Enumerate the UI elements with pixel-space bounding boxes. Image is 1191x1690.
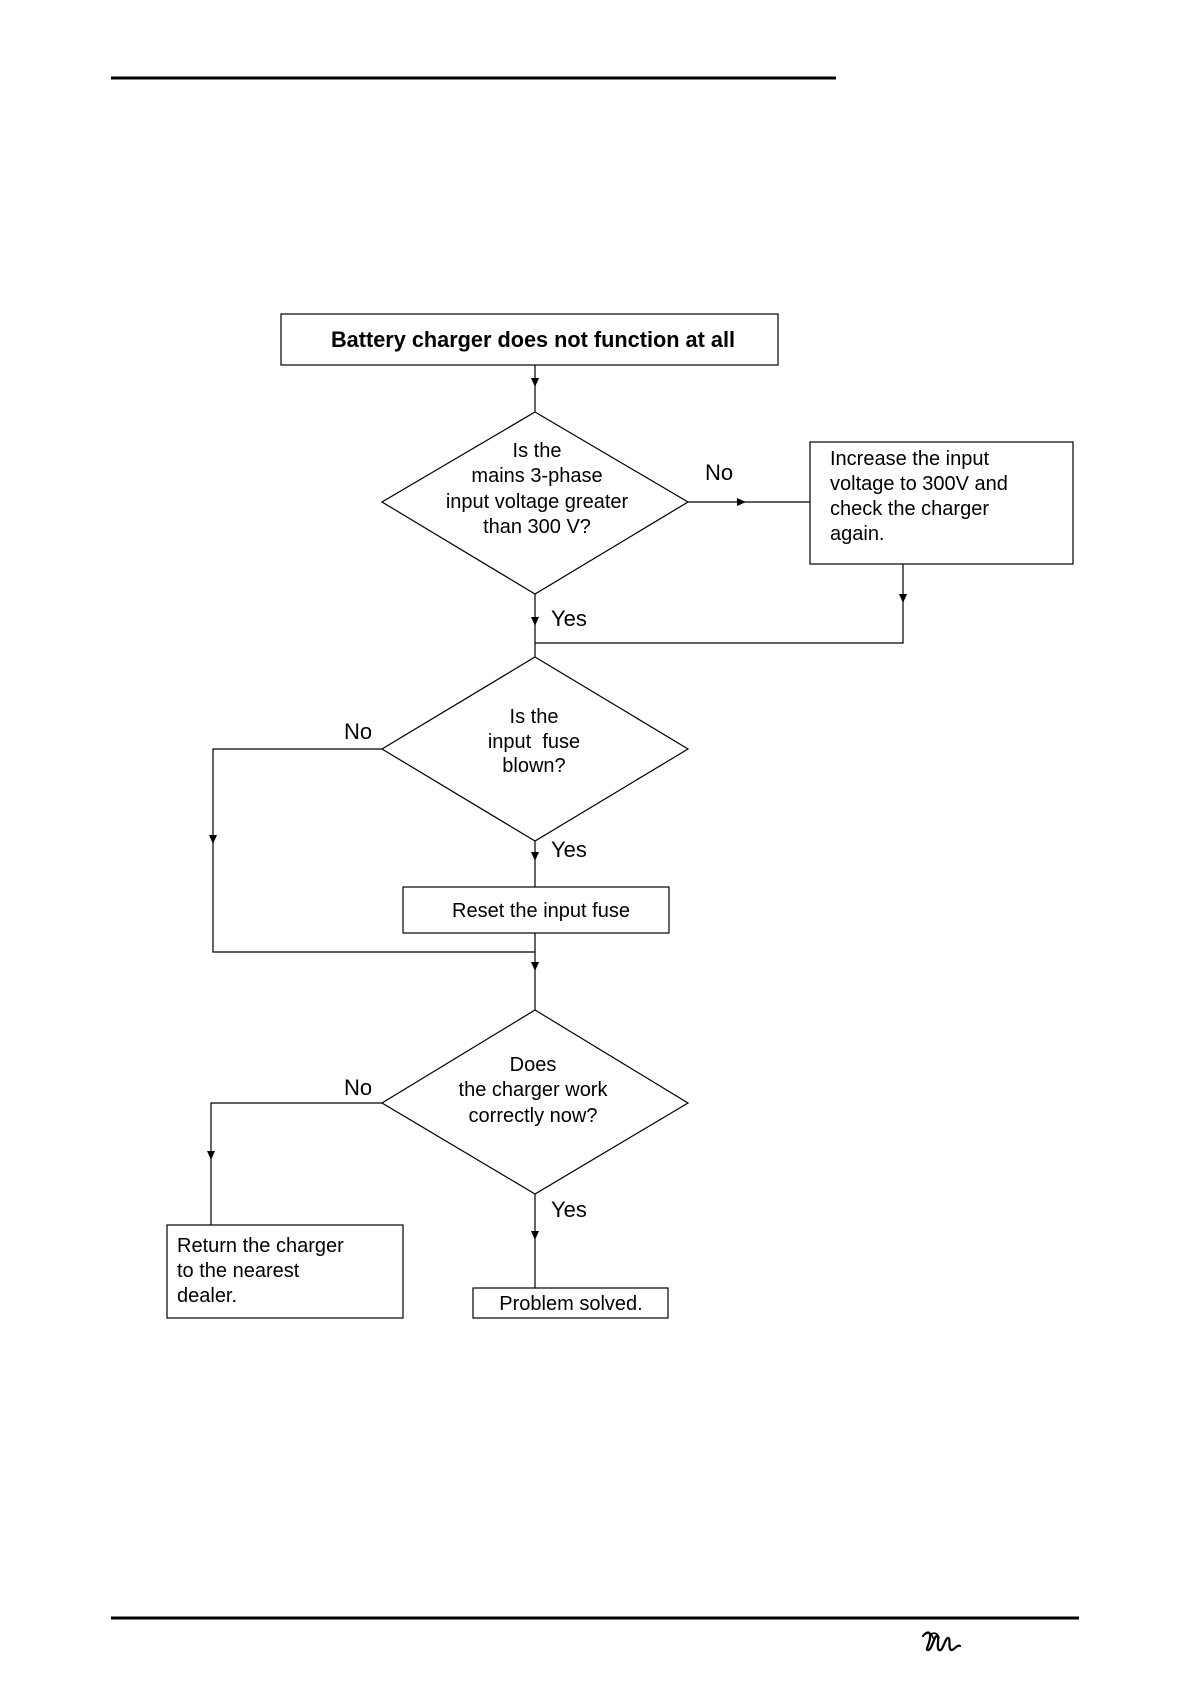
decision2-yes-label: Yes (551, 837, 587, 862)
arrowhead-down (531, 962, 539, 971)
arrowhead-down (207, 1151, 215, 1160)
arrowhead-down (531, 852, 539, 861)
increase-voltage-box (809, 441, 1074, 565)
problem-solved-text: Problem solved. (499, 1293, 642, 1315)
reset-fuse-text: Reset the input fuse (452, 900, 630, 922)
arrowhead-down (531, 378, 539, 387)
decision3-text-line: Does (510, 1054, 557, 1076)
arrowhead-down (209, 835, 217, 844)
problem-solved-box (472, 1287, 669, 1319)
decision2-text-line: input fuse (488, 731, 580, 753)
return-charger-text-line: Return the charger (177, 1235, 344, 1257)
decision1-text-line: than 300 V? (483, 516, 591, 538)
decision2-text-line: Is the (510, 706, 559, 728)
arrowhead-right (737, 498, 746, 506)
connector-increase-return (535, 564, 904, 644)
return-charger-text-line: to the nearest (177, 1260, 300, 1282)
decision1-yes-label: Yes (551, 606, 587, 631)
decision1-text-line: mains 3-phase (471, 465, 602, 487)
decision2-text-line: blown? (502, 755, 565, 777)
decision3-diamond (380, 1009, 690, 1195)
decision3-text-line: correctly now? (469, 1105, 598, 1127)
start-box (280, 313, 779, 366)
return-charger-text-line: dealer. (177, 1285, 237, 1307)
reset-fuse-box (402, 886, 670, 934)
arrowhead-down (531, 617, 539, 626)
increase-voltage-text-line: again. (830, 523, 885, 545)
connector-decision2-no (212, 748, 535, 953)
arrowhead-down (899, 594, 907, 603)
increase-voltage-text-line: voltage to 300V and (830, 473, 1008, 495)
increase-voltage-text-line: check the charger (830, 498, 989, 520)
arrowhead-down (531, 1231, 539, 1240)
decision3-yes-label: Yes (551, 1197, 587, 1222)
decision2-no-label: No (344, 719, 372, 744)
return-charger-box (166, 1224, 404, 1319)
decision3-text-line: the charger work (459, 1079, 609, 1101)
connector-decision3-no (210, 1102, 382, 1225)
decision1-text-line: Is the (513, 440, 562, 462)
decision1-text-line: input voltage greater (446, 491, 629, 513)
decision3-no-label: No (344, 1075, 372, 1100)
increase-voltage-text-line: Increase the input (830, 448, 989, 470)
start-box-text: Battery charger does not function at all (331, 327, 735, 352)
decision1-no-label: No (705, 460, 733, 485)
victron-logo-icon (921, 1631, 962, 1652)
